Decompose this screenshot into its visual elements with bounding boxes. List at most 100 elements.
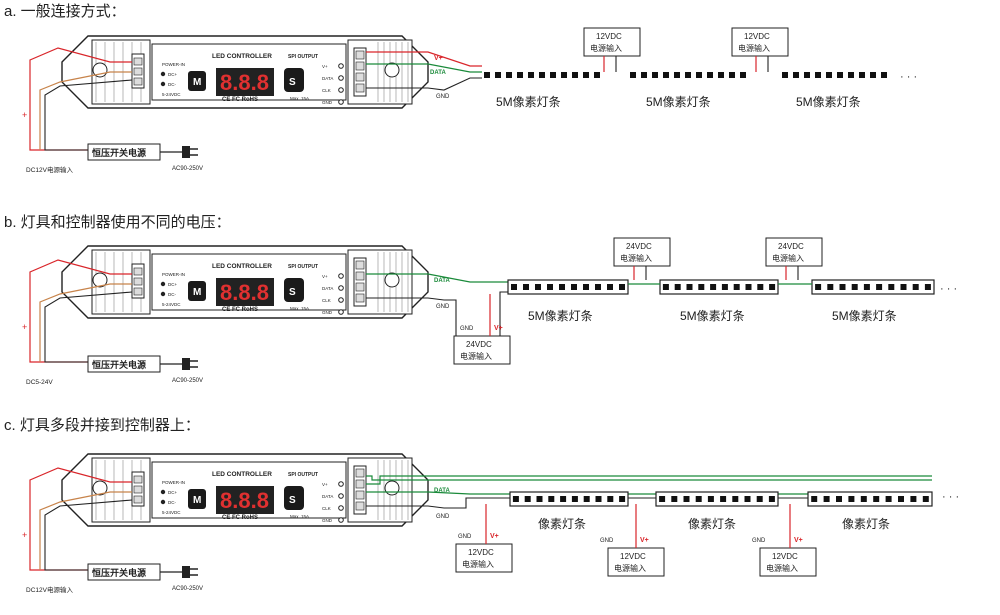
pixel-led — [683, 496, 690, 502]
pixel-led — [707, 72, 713, 78]
b-strip-3 — [811, 279, 935, 295]
supply-orange-wire — [39, 71, 132, 150]
terminal-screw — [355, 468, 365, 478]
max-current-label: Max. 15A — [290, 514, 309, 519]
pixel-led — [512, 496, 519, 502]
ac-label: AC90-250V — [172, 586, 203, 592]
controller-title: LED CONTROLLER — [212, 471, 272, 478]
controller-title: LED CONTROLLER — [212, 263, 272, 270]
pixel-led — [870, 72, 876, 78]
terminal-screw — [355, 490, 365, 500]
pixel-led — [900, 284, 907, 290]
m-button-label: M — [193, 287, 201, 298]
supply-black-wire — [44, 499, 133, 571]
pixel-led — [793, 72, 799, 78]
psu-label: 恒压开关电源 — [92, 147, 146, 158]
injection-box — [731, 27, 789, 57]
pixel-led — [922, 496, 929, 502]
display-digits: 8.8.8 — [220, 280, 269, 305]
pixel-led — [815, 72, 821, 78]
pixel-led — [696, 72, 702, 78]
pixel-led — [698, 284, 705, 290]
b-data-label: DATA — [434, 278, 450, 284]
pixel-led — [718, 72, 724, 78]
a-strip-1 — [484, 72, 600, 78]
pixel-led — [550, 72, 556, 78]
terminal-screw — [133, 77, 143, 86]
pixel-led — [652, 72, 658, 78]
dc-plus-label: DC+ — [168, 490, 177, 495]
pixel-led — [733, 284, 740, 290]
pixel-led — [561, 72, 567, 78]
cert-marks: CE FC RoHS — [222, 307, 258, 313]
volt-label: 5-24VDC — [162, 92, 181, 97]
spi-output-label: SPI OUTPUT — [288, 264, 318, 270]
dc-minus-label: DC- — [168, 500, 176, 505]
output-pin-label: DATA — [322, 494, 333, 499]
power-in-label: POWER-IN — [162, 272, 185, 277]
b-black-out — [366, 291, 508, 337]
strip-body — [807, 491, 933, 507]
a-strip-label-3: 5M像素灯条 — [796, 95, 861, 109]
c-gnd-inject-label: GND — [458, 534, 472, 540]
pixel-led — [837, 72, 843, 78]
pixel-led — [827, 284, 834, 290]
a-ellipsis: · · · — [900, 71, 917, 83]
pixel-led — [536, 496, 543, 502]
pixel-led — [924, 284, 931, 290]
pixel-led — [859, 72, 865, 78]
pixel-led — [757, 284, 764, 290]
pixel-led — [811, 496, 818, 502]
pixel-led — [607, 496, 614, 502]
a-green-out — [366, 63, 482, 73]
mount-hole-left — [92, 272, 108, 288]
output-pin-label: GND — [322, 518, 333, 523]
output-pin-label: CLK — [322, 88, 331, 93]
output-pin-label: CLK — [322, 298, 331, 303]
pixel-led — [756, 496, 763, 502]
dc-minus-label: DC- — [168, 292, 176, 297]
terminal-screw — [355, 72, 365, 82]
max-current-label: Max. 15A — [290, 306, 309, 311]
terminal-screw — [355, 260, 365, 270]
b-strip-label-2: 5M像素灯条 — [680, 309, 745, 323]
terminal-screw — [355, 501, 365, 511]
pixel-led — [559, 284, 565, 290]
injection-voltage: 24VDC — [626, 242, 652, 251]
plus-sign: + — [22, 110, 27, 120]
injection-label: 电源输入 — [738, 43, 770, 53]
pixel-led — [769, 284, 776, 290]
supply-black-wire — [44, 79, 133, 151]
injection-voltage: 12VDC — [468, 548, 494, 557]
c-gnd-inject-label: GND — [600, 538, 614, 544]
ac-label: AC90-250V — [172, 166, 203, 172]
output-pin-dot — [338, 481, 344, 487]
dc-minus-dot — [160, 499, 166, 505]
pixel-led — [547, 284, 553, 290]
injection-label: 电源输入 — [766, 563, 798, 573]
ac-label: AC90-250V — [172, 378, 203, 384]
pixel-led — [495, 72, 501, 78]
pixel-led — [528, 72, 534, 78]
pixel-led — [695, 496, 702, 502]
terminal-screw — [355, 61, 365, 71]
injection-voltage: 12VDC — [744, 32, 770, 41]
pixel-led — [768, 496, 775, 502]
volt-label: 5-24VDC — [162, 510, 181, 515]
c-strip-label-2: 像素灯条 — [688, 517, 736, 531]
pixel-led — [535, 284, 541, 290]
output-pin-dot — [338, 63, 344, 69]
m-button — [188, 281, 206, 301]
section-c-heading: c. 灯具多段并接到控制器上： — [4, 417, 200, 434]
injection-label: 电源输入 — [772, 253, 804, 263]
pixel-led — [876, 284, 883, 290]
pixel-led — [863, 284, 870, 290]
output-pin-label: V+ — [322, 482, 328, 487]
pixel-led — [848, 496, 855, 502]
